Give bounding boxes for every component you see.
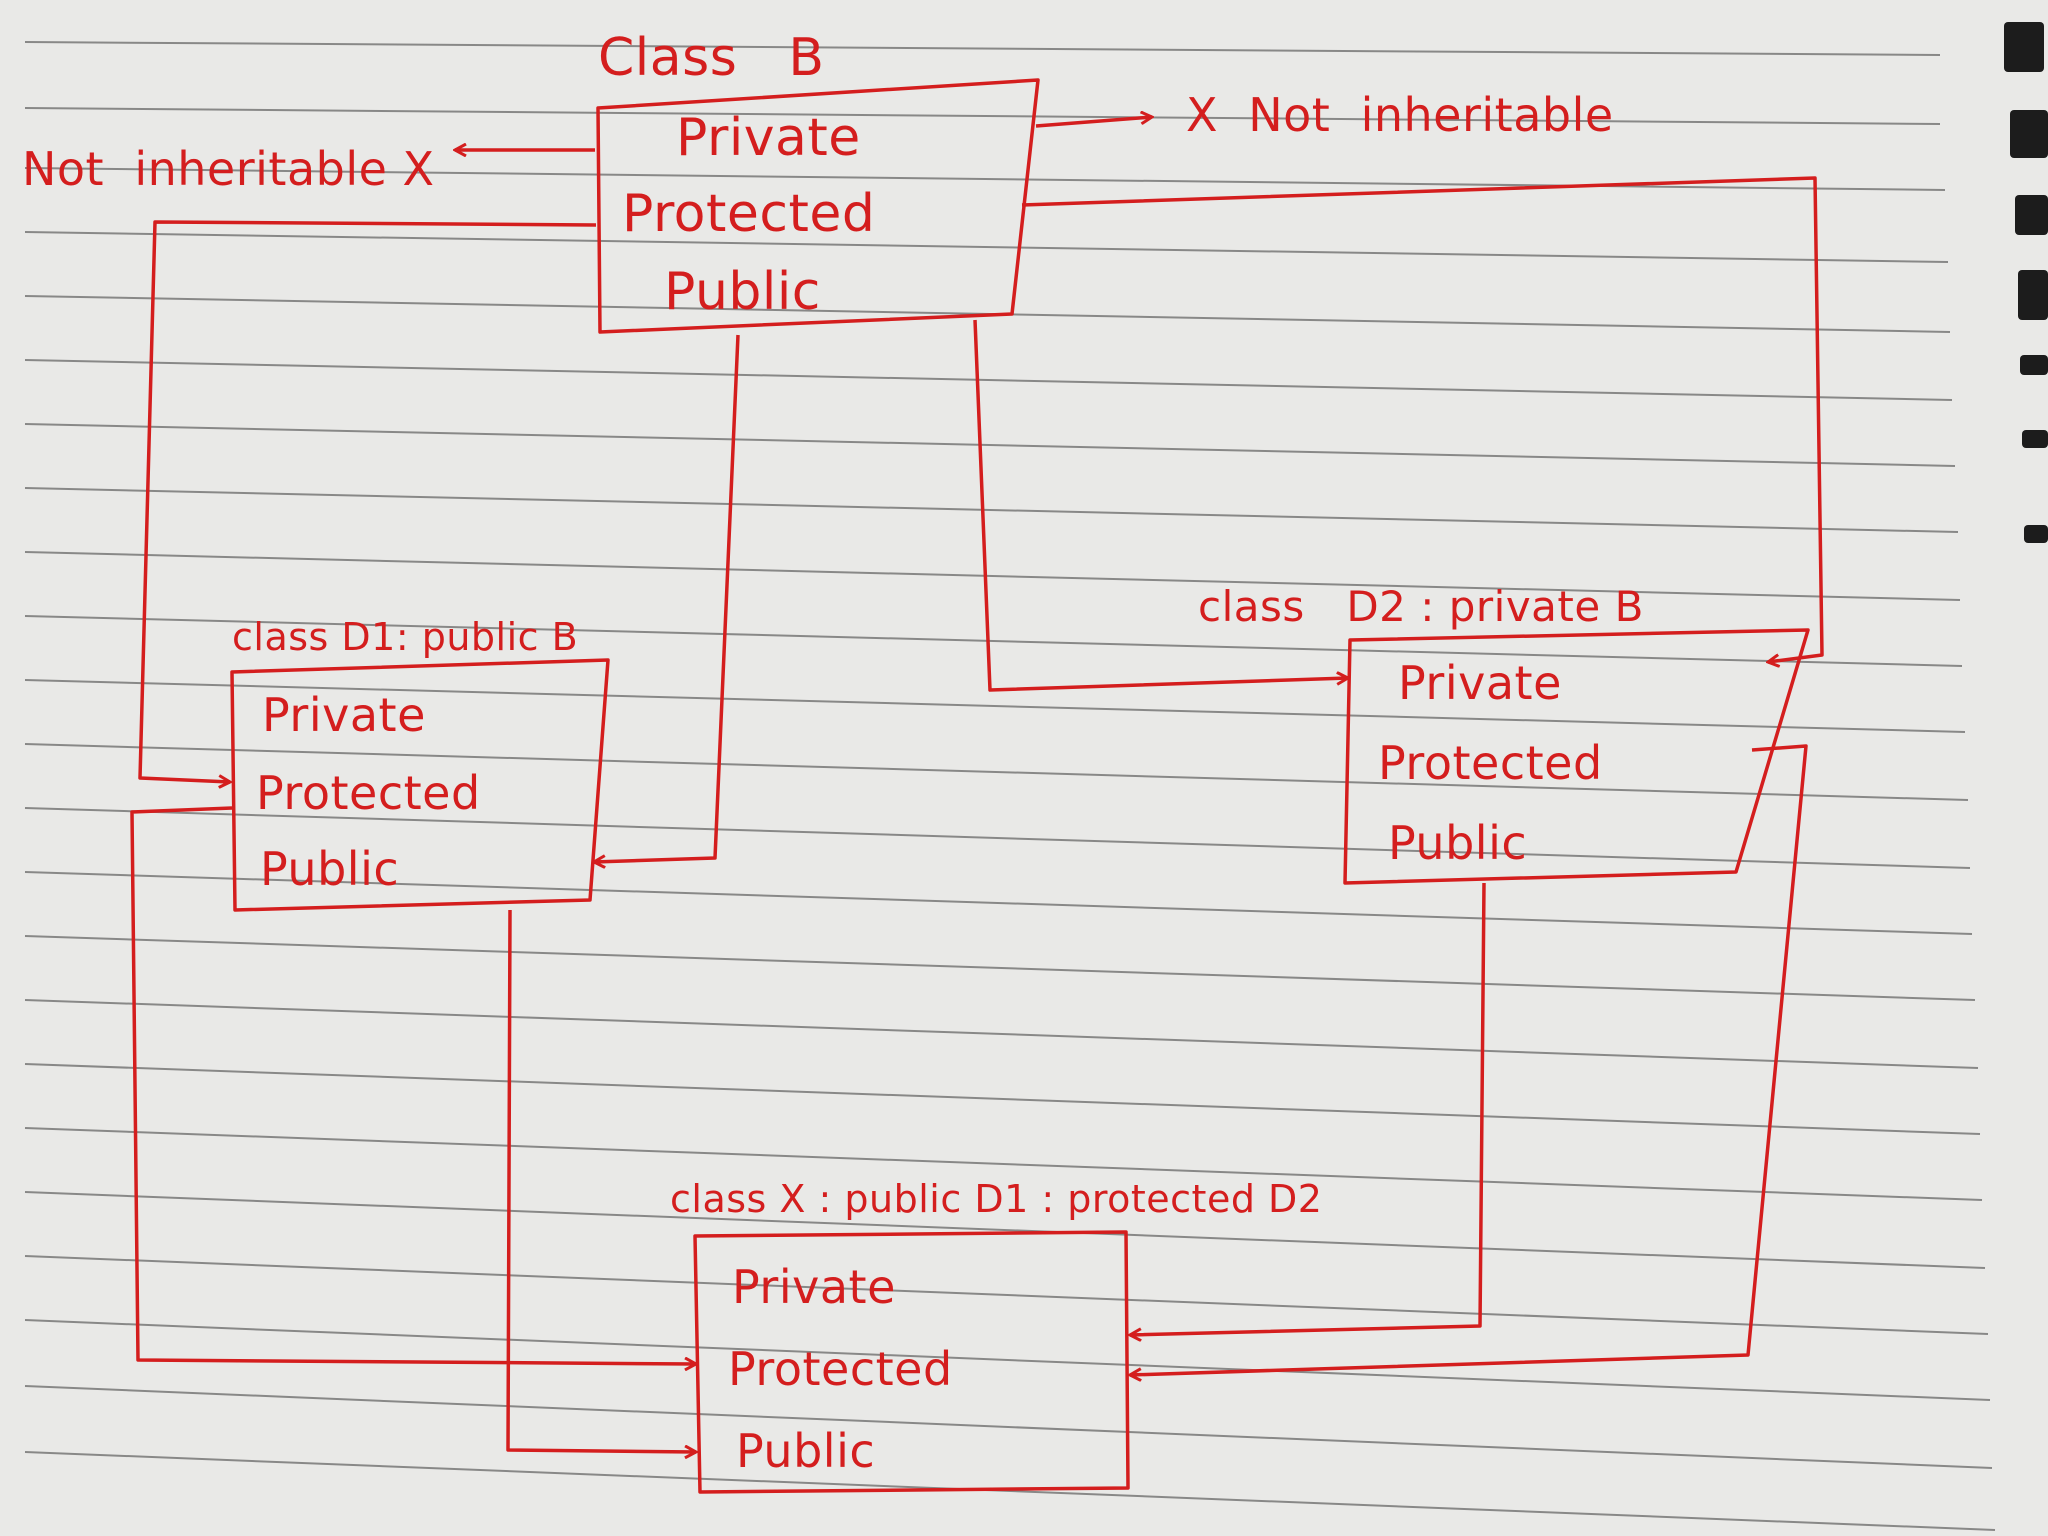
class-x-title: class X : public D1 : protected D2 [670,1177,1323,1221]
arrow-d2-protected-to-x [1130,744,1808,1375]
arrow-b-public-to-d2 [973,319,1348,692]
class-d1-public: Public [260,842,400,896]
arrow-b-private-right [1035,117,1152,128]
class-b-private: Private [676,108,861,168]
class-d2-public: Public [1388,816,1528,870]
class-d1-protected: Protected [256,766,481,820]
note-not-inheritable-left: Not inheritable X [22,142,435,196]
ruled-lines [24,41,1996,1531]
class-x-public: Public [736,1424,876,1478]
class-d1-private: Private [262,688,426,742]
arrow-d1-public-to-x [506,909,696,1452]
arrow-b-protected-to-d2 [1021,176,1824,662]
class-b-protected: Protected [622,184,876,244]
class-d2-box [1343,628,1810,885]
class-b-public: Public [664,262,821,322]
class-x-protected: Protected [728,1342,953,1396]
class-d1-title: class D1: public B [232,615,579,659]
class-b-box [596,78,1040,334]
class-d2-protected: Protected [1378,736,1603,790]
binding-holes [2004,22,2048,543]
arrow-b-protected-to-d1 [138,220,597,782]
note-not-inheritable-right: X Not inheritable [1186,88,1614,142]
class-b-title: Class B [598,28,825,88]
arrow-b-public-to-d1 [594,334,740,862]
arrow-d1-protected-to-x [130,806,696,1364]
class-d2-title: class D2 : private B [1198,582,1644,631]
class-d1-box [230,658,610,912]
class-x-private: Private [732,1260,896,1314]
class-d2-private: Private [1398,656,1562,710]
arrow-d2-public-to-x [1130,882,1486,1335]
class-x-box [693,1230,1130,1494]
